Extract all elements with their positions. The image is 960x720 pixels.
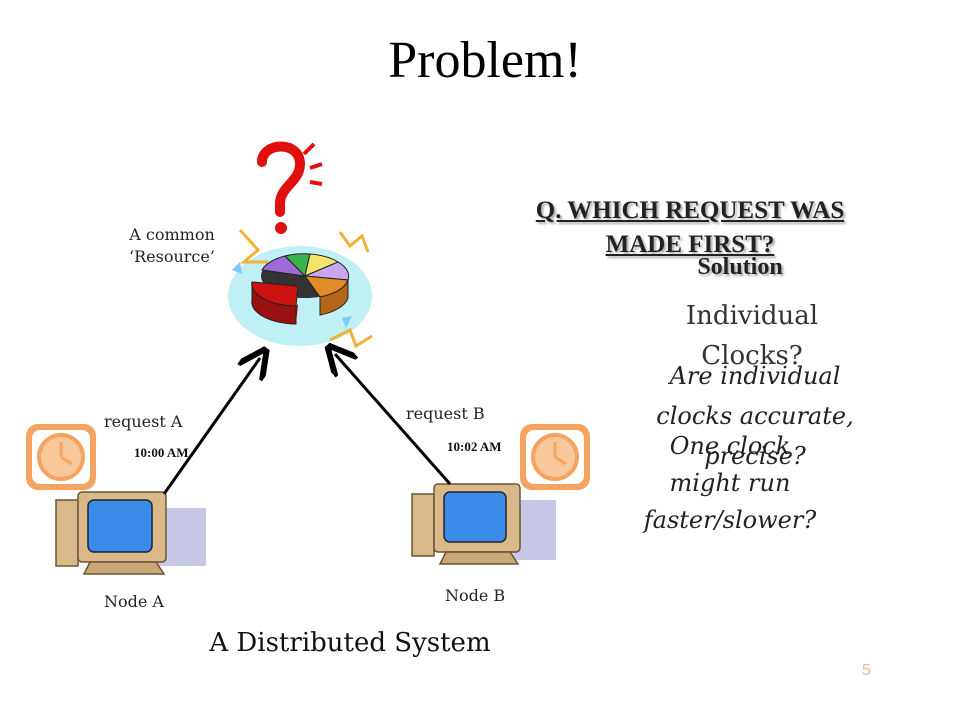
sub1-line3: precise? xyxy=(704,442,806,470)
solution-subpoint-accuracy: Are individual clocks accurate, precise? xyxy=(630,356,880,476)
request-a-label: request A xyxy=(104,412,183,431)
sub2-line3: faster/slower? xyxy=(643,506,817,534)
page-number: 5 xyxy=(862,662,871,679)
time-b-label: 10:02 AM xyxy=(447,439,502,454)
solution-subpoint-drift: One clock might run faster/slower? xyxy=(620,428,840,539)
diagram-caption: A Distributed System xyxy=(209,628,491,658)
question-line2: MADE FIRST? xyxy=(605,231,775,258)
clock-icon xyxy=(520,424,590,490)
slide-title: Problem! xyxy=(388,32,582,89)
solution-heading: Solution xyxy=(697,254,783,280)
request-b-label: request B xyxy=(406,404,485,423)
resource-label-line2: ‘Resource’ xyxy=(129,247,215,266)
solution-bullet: Individual Clocks? xyxy=(630,296,874,376)
question-heading: Q. WHICH REQUEST WAS MADE FIRST? xyxy=(470,194,910,262)
arrow-icon xyxy=(335,354,452,485)
pie-chart-icon xyxy=(228,228,373,349)
arrow-icon xyxy=(162,358,260,495)
node-b-label: Node B xyxy=(445,586,506,605)
bullet-line2: Clocks? xyxy=(701,341,803,371)
resource-label: A common ‘Resource’ xyxy=(112,224,232,268)
bullet-line1: Individual xyxy=(685,301,819,331)
computer-icon xyxy=(55,491,206,575)
node-a-label: Node A xyxy=(104,592,164,611)
time-a-label: 10:00 AM xyxy=(134,445,189,460)
question-mark-icon xyxy=(257,141,323,234)
sub1-line1: Are individual xyxy=(669,362,841,390)
clock-icon xyxy=(26,424,96,490)
question-line1: Q. WHICH REQUEST WAS xyxy=(535,197,845,224)
sub2-line1: One clock xyxy=(669,432,791,460)
computer-icon xyxy=(411,483,556,565)
sub1-line2: clocks accurate, xyxy=(656,402,854,430)
sub2-line2: might run xyxy=(669,469,791,497)
resource-label-line1: A common xyxy=(129,225,215,244)
